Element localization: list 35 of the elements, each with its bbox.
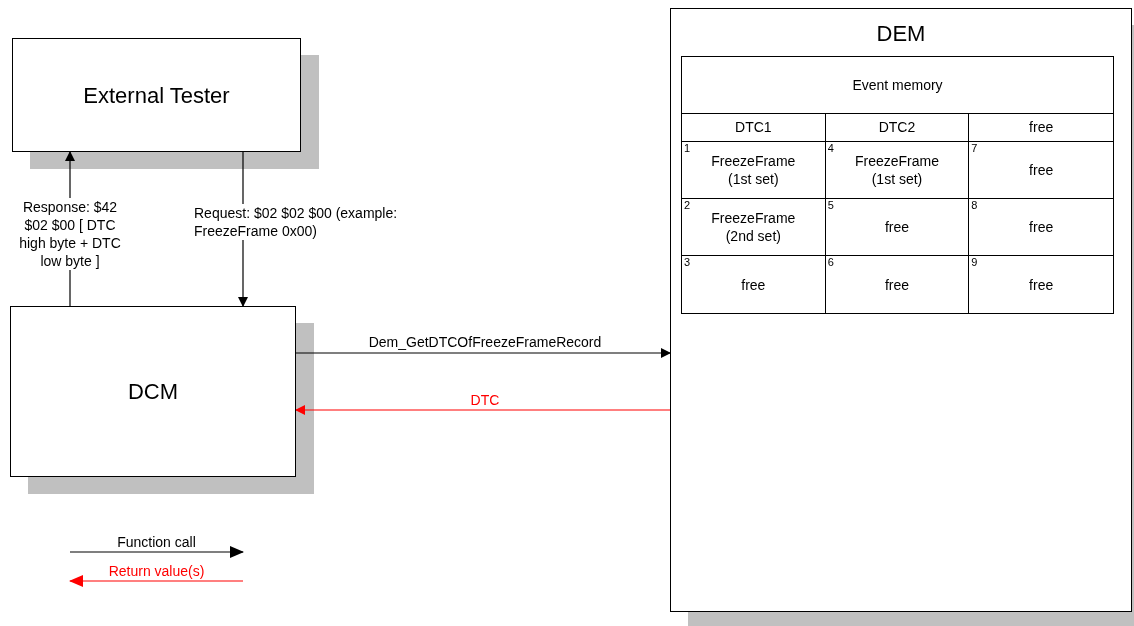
arrow [295, 405, 671, 415]
node-label: DCM [127, 378, 179, 406]
process-box [10, 306, 296, 477]
cell-text: FreezeFrame (1st set) [710, 152, 797, 188]
edge-label: Dem_GetDTCOfFreezeFrameRecord [367, 333, 603, 351]
node-label: DEM [876, 20, 926, 48]
slot-number: 8 [971, 199, 978, 212]
arrow [295, 348, 671, 358]
slot-number: 4 [827, 142, 834, 155]
cell-text: free [740, 275, 767, 294]
slot-number: 6 [827, 256, 834, 269]
table-heading: Event memory [852, 75, 943, 95]
edge-label: DTC [469, 391, 501, 409]
node-label: External Tester [83, 81, 230, 110]
cell-text: free [1028, 275, 1055, 294]
cell-text: free [1028, 161, 1055, 179]
column-header: free [1029, 118, 1054, 137]
slot-number: 9 [971, 256, 978, 269]
event-memory-table [681, 56, 1114, 314]
cell-text: free [883, 218, 911, 236]
slot-number: 5 [827, 199, 834, 212]
module-box [670, 8, 1132, 612]
cell-text: free [1028, 218, 1055, 236]
legend-label: Function call [116, 534, 197, 550]
slot-number: 3 [684, 256, 691, 269]
process-box [12, 38, 301, 152]
slot-number: 1 [684, 142, 691, 155]
cell-text: FreezeFrame (1st set) [853, 152, 940, 188]
slot-number: 2 [684, 199, 691, 212]
legend-label: Return value(s) [107, 563, 206, 579]
column-header: DTC1 [735, 118, 772, 137]
cell-text: free [883, 275, 911, 294]
slot-number: 7 [971, 142, 978, 155]
cell-text: FreezeFrame (2nd set) [710, 209, 797, 245]
column-header: DTC2 [878, 118, 916, 137]
